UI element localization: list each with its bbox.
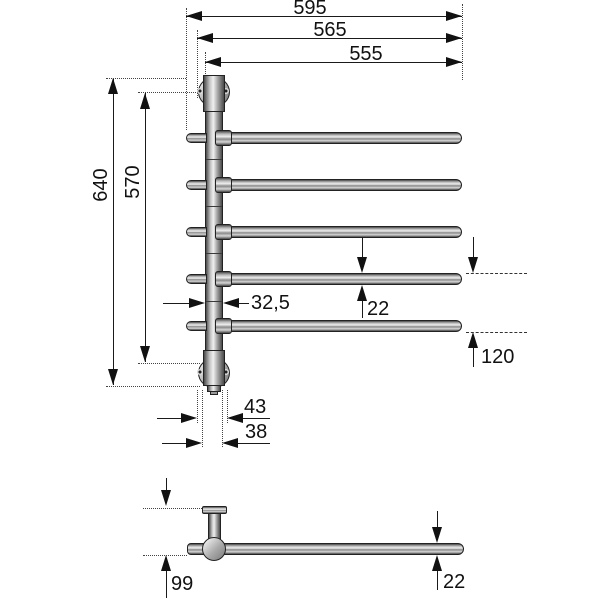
arrowhead-up-icon — [357, 285, 367, 301]
post-bottom-collar — [203, 350, 225, 386]
dimension-line-bar-diameter-top — [437, 571, 438, 590]
arrowhead-up-icon — [468, 332, 478, 348]
dimension-label-bar-length: 555 — [349, 43, 383, 65]
arrowhead-down-icon — [140, 346, 150, 362]
post-joint-seam — [206, 301, 222, 302]
towel-bar-4 — [222, 273, 462, 285]
pivot-sleeve-1 — [215, 130, 232, 146]
bar-stub-3 — [186, 227, 207, 237]
arrowhead-right-icon — [189, 298, 205, 308]
post-joint-seam — [206, 206, 222, 207]
arrowhead-down-icon — [161, 490, 171, 506]
extension-line — [227, 390, 228, 423]
arrowhead-left-icon — [227, 413, 243, 423]
dimension-line-bracket-outer — [157, 418, 182, 419]
arrowhead-right-icon — [446, 57, 462, 67]
dimension-line-bottom-bar-offset — [473, 237, 474, 257]
post-joint-seam — [206, 159, 222, 160]
pivot-sleeve-3 — [215, 224, 232, 240]
dimension-line-bracket-inner — [238, 443, 270, 444]
towel-bar-1 — [222, 132, 462, 144]
dimension-line-post-diameter — [239, 303, 249, 304]
extension-line — [462, 4, 463, 80]
arrowhead-right-icon — [181, 413, 197, 423]
dimension-label-post-diameter: 32,5 — [251, 292, 290, 314]
dimension-line-bracket-outer — [243, 418, 270, 419]
dimension-line-bar-length — [205, 62, 462, 63]
arrowhead-up-icon — [432, 555, 442, 571]
towel-bar-3 — [222, 226, 462, 238]
dimension-line-bar-diameter-top — [437, 511, 438, 527]
screw-hole — [223, 369, 229, 375]
pivot-sleeve-2 — [215, 177, 232, 193]
arrowhead-left-icon — [223, 298, 239, 308]
extension-line — [197, 390, 198, 423]
dimension-label-overall-width: 595 — [293, 0, 327, 19]
post-joint-seam — [206, 253, 222, 254]
dimension-label-bottom-bar-offset: 120 — [481, 346, 515, 368]
bar-stub-2 — [186, 180, 207, 190]
extension-line — [222, 390, 223, 447]
dimension-line-wall-offset — [166, 571, 167, 598]
dimension-label-wall-offset: 99 — [171, 573, 194, 595]
dimension-line-bottom-bar-offset — [473, 348, 474, 367]
dimension-line-bracket-inner — [162, 443, 187, 444]
screw-hole — [197, 88, 203, 94]
arrowhead-up-icon — [161, 555, 171, 571]
dimension-label-bracket-inner: 38 — [245, 421, 268, 443]
arrowhead-left-icon — [197, 33, 213, 43]
dimension-label-width-to-bracket: 565 — [313, 19, 347, 41]
dimension-label-overall-height: 640 — [90, 168, 112, 202]
arrowhead-left-icon — [222, 438, 238, 448]
extension-line — [466, 332, 527, 333]
arrowhead-down-icon — [108, 369, 118, 385]
dimension-line-bar-diameter — [362, 237, 363, 257]
screw-hole — [223, 88, 229, 94]
extension-line — [106, 78, 186, 79]
dimension-label-bar-diameter: 22 — [367, 298, 390, 320]
arrowhead-down-icon — [432, 527, 442, 543]
pivot-post-top-view — [202, 537, 226, 561]
towel-bar-2 — [222, 179, 462, 191]
dimension-line-wall-offset — [166, 478, 167, 491]
dimension-line-post-diameter — [163, 303, 190, 304]
extension-line — [466, 273, 527, 274]
bar-stub-4 — [186, 274, 207, 284]
pivot-sleeve-4 — [215, 271, 232, 287]
dimension-line-overall-height — [113, 78, 114, 385]
dimension-line-width-to-bracket — [197, 38, 462, 39]
extension-line — [202, 390, 203, 447]
arrowhead-left-icon — [186, 11, 202, 21]
arrowhead-right-icon — [446, 33, 462, 43]
dimension-label-post-height: 570 — [122, 165, 144, 199]
extension-line — [197, 30, 198, 98]
bar-stub-1 — [186, 133, 207, 143]
pivot-sleeve-5 — [215, 318, 232, 334]
arrowhead-up-icon — [140, 93, 150, 109]
towel-bar-top-view — [187, 543, 464, 555]
dimension-line-overall-width — [186, 16, 462, 17]
arrowhead-right-icon — [446, 11, 462, 21]
arrowhead-down-icon — [357, 257, 367, 273]
dimension-line-post-height — [145, 93, 146, 362]
post-top-collar — [203, 75, 225, 112]
extension-line — [106, 386, 200, 387]
bar-stub-5 — [186, 321, 207, 331]
dimension-line-bar-diameter — [362, 301, 363, 318]
dimension-label-bar-diameter-top: 22 — [443, 571, 466, 593]
arrowhead-down-icon — [468, 257, 478, 273]
arrowhead-left-icon — [205, 57, 221, 67]
post-bottom-nub — [210, 391, 218, 395]
arrowhead-up-icon — [108, 78, 118, 94]
extension-line — [143, 508, 202, 509]
extension-line — [138, 92, 200, 93]
extension-line — [186, 8, 187, 130]
dimension-label-bracket-outer: 43 — [244, 396, 267, 418]
towel-bar-5 — [222, 320, 462, 332]
screw-hole — [197, 369, 203, 375]
arrowhead-right-icon — [186, 438, 202, 448]
extension-line — [138, 363, 200, 364]
